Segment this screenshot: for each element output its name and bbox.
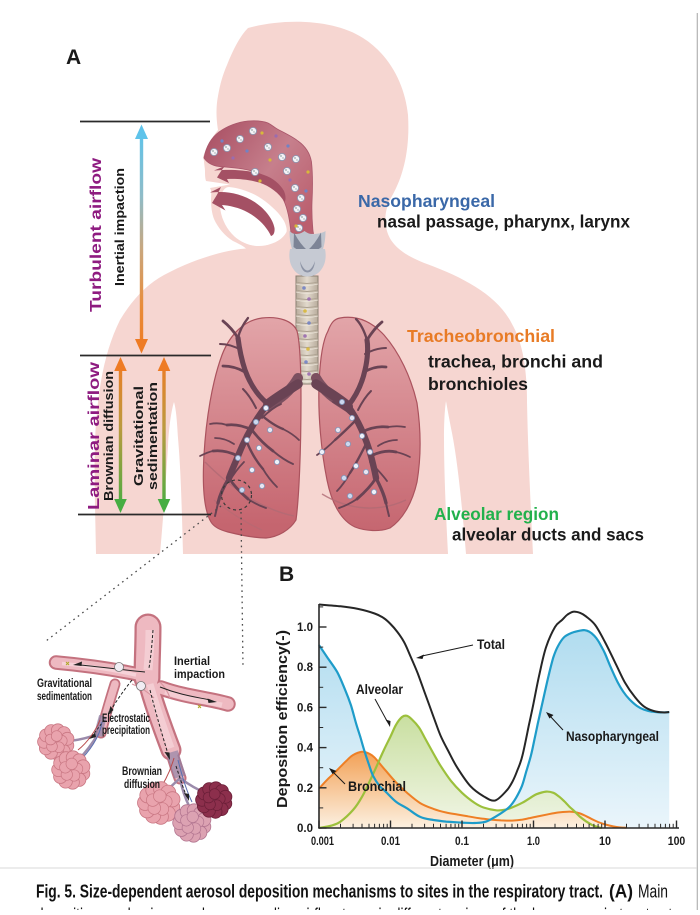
svg-text:Alveolar region: Alveolar region	[434, 504, 559, 524]
svg-text:100: 100	[668, 836, 686, 848]
svg-text:Gravitational: Gravitational	[37, 678, 92, 690]
svg-text:sedimentation: sedimentation	[146, 382, 160, 490]
svg-text:0.1: 0.1	[455, 836, 470, 848]
svg-text:0.2: 0.2	[297, 783, 313, 795]
svg-text:1.0: 1.0	[527, 836, 540, 848]
svg-text:Fig. 5. Size-dependent aerosol: Fig. 5. Size-dependent aerosol depositio…	[36, 881, 603, 902]
svg-text:Brownian diffusion: Brownian diffusion	[102, 371, 116, 501]
svg-text:10: 10	[599, 836, 611, 848]
svg-text:0.0: 0.0	[297, 823, 313, 835]
svg-text:deposition mechanisms and corr: deposition mechanisms and corresponding …	[36, 904, 676, 910]
svg-text:impaction: impaction	[174, 669, 225, 681]
svg-text:Main: Main	[638, 881, 668, 902]
svg-text:Bronchial: Bronchial	[348, 778, 406, 794]
svg-text:trachea, bronchi and: trachea, bronchi and	[428, 352, 603, 372]
svg-text:1.0: 1.0	[297, 622, 313, 634]
svg-text:Brownian: Brownian	[122, 766, 162, 778]
svg-text:Nasopharyngeal: Nasopharyngeal	[566, 728, 659, 744]
svg-text:0.8: 0.8	[297, 662, 314, 674]
svg-text:Alveolar: Alveolar	[356, 681, 403, 697]
svg-text:nasal passage, pharynx, larynx: nasal passage, pharynx, larynx	[377, 212, 630, 232]
svg-text:Inertial impaction: Inertial impaction	[113, 168, 127, 286]
svg-text:bronchioles: bronchioles	[428, 374, 528, 394]
svg-text:0.01: 0.01	[381, 836, 401, 848]
svg-text:Nasopharyngeal: Nasopharyngeal	[358, 191, 495, 211]
svg-text:Electrostatic: Electrostatic	[102, 713, 150, 725]
svg-text:Deposition efficiency(-): Deposition efficiency(-)	[275, 630, 291, 808]
svg-text:Laminar airflow: Laminar airflow	[86, 361, 103, 510]
svg-text:0.6: 0.6	[297, 702, 313, 714]
svg-text:sedimentation: sedimentation	[37, 691, 92, 703]
svg-text:diffusion: diffusion	[124, 779, 160, 791]
svg-text:(A): (A)	[609, 881, 633, 902]
svg-text:A: A	[66, 46, 81, 69]
svg-text:Diameter (μm): Diameter (μm)	[430, 854, 514, 870]
svg-text:0.001: 0.001	[311, 836, 334, 848]
svg-text:0.4: 0.4	[297, 743, 314, 755]
svg-text:Total: Total	[477, 636, 505, 652]
svg-text:precipitation: precipitation	[102, 725, 150, 737]
svg-text:alveolar ducts and sacs: alveolar ducts and sacs	[452, 525, 644, 545]
svg-text:Inertial: Inertial	[174, 656, 210, 668]
svg-text:Tracheobronchial: Tracheobronchial	[407, 326, 555, 346]
svg-text:B: B	[279, 563, 294, 586]
svg-text:Turbulent airflow: Turbulent airflow	[88, 157, 105, 312]
svg-text:Gravitational: Gravitational	[132, 386, 146, 486]
